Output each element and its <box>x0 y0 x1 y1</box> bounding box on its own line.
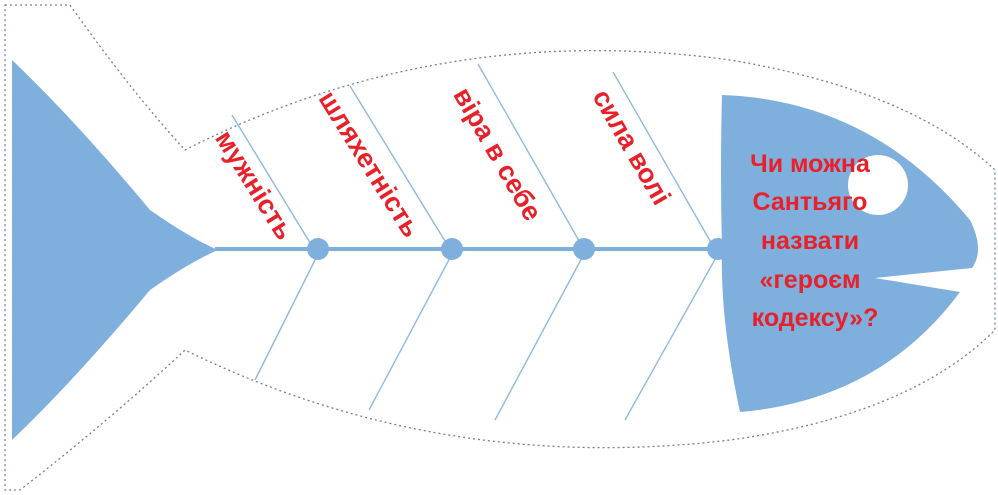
spine-joint-1 <box>307 238 329 260</box>
head-question-line-2: Сантьяго <box>753 188 868 216</box>
cause-label-1: мужність <box>209 125 299 245</box>
cause-label-3: віра в себе <box>447 82 547 226</box>
bottom-bone-2 <box>369 254 452 410</box>
fish-tail <box>12 60 218 440</box>
spine-joint-2 <box>441 238 463 260</box>
bottom-bone-1 <box>255 254 318 380</box>
spine-joint-4 <box>707 238 729 260</box>
bottom-bone-4 <box>625 254 718 420</box>
bottom-bone-3 <box>495 254 584 420</box>
spine-joint-3 <box>573 238 595 260</box>
cause-label-2: шляхетність <box>313 86 427 243</box>
head-question-line-4: «героєм <box>759 266 860 294</box>
head-question-line-5: кодексу»? <box>752 304 879 332</box>
head-question-line-3: назвати <box>761 227 859 255</box>
head-question-line-1: Чи можна <box>750 150 871 178</box>
